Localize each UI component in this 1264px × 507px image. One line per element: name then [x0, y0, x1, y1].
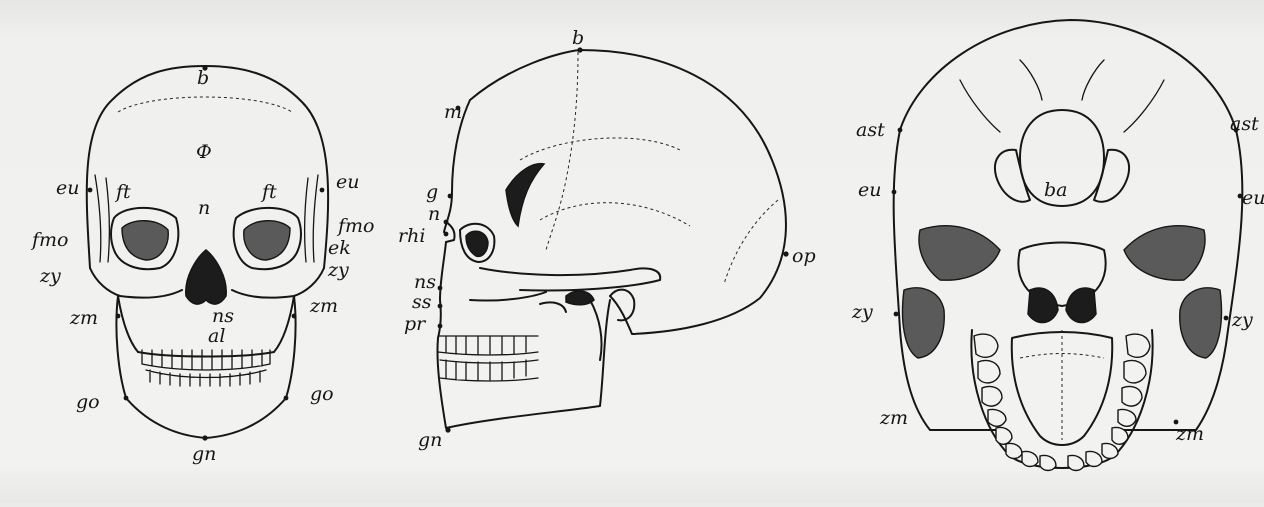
frontal-label-eu-right: eu	[336, 171, 359, 193]
skull-lateral-view: b m g n rhi ns ss pr gn op	[398, 27, 816, 451]
basal-petrous-left	[919, 226, 1000, 280]
frontal-coronal-suture	[118, 97, 292, 112]
basal-petrous-right	[1124, 226, 1205, 280]
frontal-maxilla	[118, 296, 294, 357]
frontal-label-ek-right: ek	[328, 237, 351, 259]
lateral-point-gn	[445, 427, 450, 432]
lateral-point-g	[448, 194, 453, 199]
frontal-label-zy-left: zy	[39, 265, 61, 287]
lateral-label-n: n	[428, 203, 440, 225]
basal-point-zy-left	[894, 312, 899, 317]
lateral-lambdoid-suture	[724, 200, 778, 284]
basal-label-zy-right: zy	[1231, 309, 1253, 331]
frontal-temporal-right	[305, 175, 318, 262]
frontal-label-ft-left: ft	[114, 181, 131, 203]
frontal-point-eu-right	[320, 188, 325, 193]
basal-label-eu-left: eu	[858, 179, 881, 201]
frontal-label-zm-left: zm	[69, 307, 98, 329]
basal-label-eu-right: eu	[1242, 187, 1264, 209]
lateral-coronal-suture	[546, 52, 578, 250]
lateral-condyle	[566, 291, 594, 305]
frontal-label-gn: gn	[192, 443, 216, 465]
basal-point-ast-left	[898, 128, 903, 133]
basal-label-ast-right: ast	[1230, 113, 1259, 135]
lateral-squamous-suture	[540, 203, 690, 226]
frontal-label-b: b	[197, 67, 209, 89]
frontal-upper-teeth	[142, 350, 270, 370]
frontal-label-ns: ns	[212, 305, 234, 327]
frontal-label-ft-right: ft	[260, 181, 277, 203]
lateral-label-rhi: rhi	[398, 225, 425, 247]
lateral-label-b: b	[572, 27, 584, 49]
frontal-orbit-right-shade	[244, 221, 290, 260]
frontal-point-eu-left	[88, 188, 93, 193]
frontal-nasal-aperture	[186, 250, 226, 304]
basal-condyle-left	[995, 150, 1030, 202]
frontal-label-eu-left: eu	[56, 177, 79, 199]
frontal-lower-teeth	[146, 370, 266, 386]
lateral-sphenoid-shadow	[506, 164, 544, 226]
lateral-zygomatic-arch	[480, 268, 660, 291]
lateral-label-ss: ss	[412, 291, 432, 313]
frontal-label-al: al	[208, 325, 225, 347]
basal-occipital-ridges	[960, 60, 1164, 132]
frontal-mandible	[116, 296, 295, 438]
basal-condyle-right	[1094, 150, 1129, 202]
lateral-mandible	[437, 300, 610, 428]
lateral-lower-teeth	[440, 360, 538, 381]
basal-label-zm-left: zm	[879, 407, 908, 429]
skull-basal-view: ba ast eu zy zm ast eu zy zm	[851, 20, 1264, 471]
lateral-label-gn: gn	[418, 429, 442, 451]
basal-zygomatic-right	[1180, 288, 1222, 358]
lateral-point-n	[444, 220, 449, 225]
basal-label-zy-left: zy	[851, 301, 873, 323]
lateral-temporal-line	[520, 138, 680, 160]
basal-label-ast-left: ast	[856, 119, 885, 141]
lateral-label-ns: ns	[414, 271, 436, 293]
lateral-label-m: m	[444, 101, 462, 123]
lateral-orbit-shade	[466, 231, 488, 256]
frontal-label-fmo-right: fmo	[336, 215, 375, 237]
lateral-upper-teeth	[438, 336, 538, 355]
frontal-point-zm-right	[292, 314, 297, 319]
lateral-point-ss	[438, 304, 443, 309]
frontal-label-go-right: go	[310, 383, 334, 405]
lateral-mastoid	[610, 290, 634, 321]
frontal-label-zm-right: zm	[309, 295, 338, 317]
lateral-point-ns	[438, 286, 443, 291]
lateral-label-g: g	[426, 181, 438, 203]
frontal-label-n: n	[198, 197, 210, 219]
basal-zygomatic-left	[903, 288, 945, 358]
skull-frontal-view: b Ф n ns al gn eu ft fmo zy zm go eu ft …	[30, 65, 375, 465]
lateral-point-op	[783, 251, 788, 256]
frontal-point-gn	[202, 435, 207, 440]
basal-point-eu-left	[892, 190, 897, 195]
basal-label-zm-right: zm	[1175, 423, 1204, 445]
frontal-point-go-right	[284, 396, 289, 401]
lateral-label-op: op	[792, 245, 816, 267]
basal-label-ba: ba	[1044, 179, 1068, 201]
basal-point-zy-right	[1224, 316, 1229, 321]
frontal-label-sym: Ф	[196, 141, 212, 163]
frontal-label-zy-right: zy	[327, 259, 349, 281]
frontal-temporal-left	[95, 175, 109, 262]
lateral-point-pr	[438, 324, 443, 329]
frontal-label-go-left: go	[76, 391, 100, 413]
lateral-point-rhi	[444, 232, 449, 237]
frontal-point-zm-left	[116, 314, 121, 319]
frontal-orbit-left-shade	[122, 221, 168, 260]
lateral-label-pr: pr	[404, 313, 427, 335]
frontal-label-fmo-left: fmo	[30, 229, 69, 251]
frontal-point-go-left	[124, 396, 129, 401]
